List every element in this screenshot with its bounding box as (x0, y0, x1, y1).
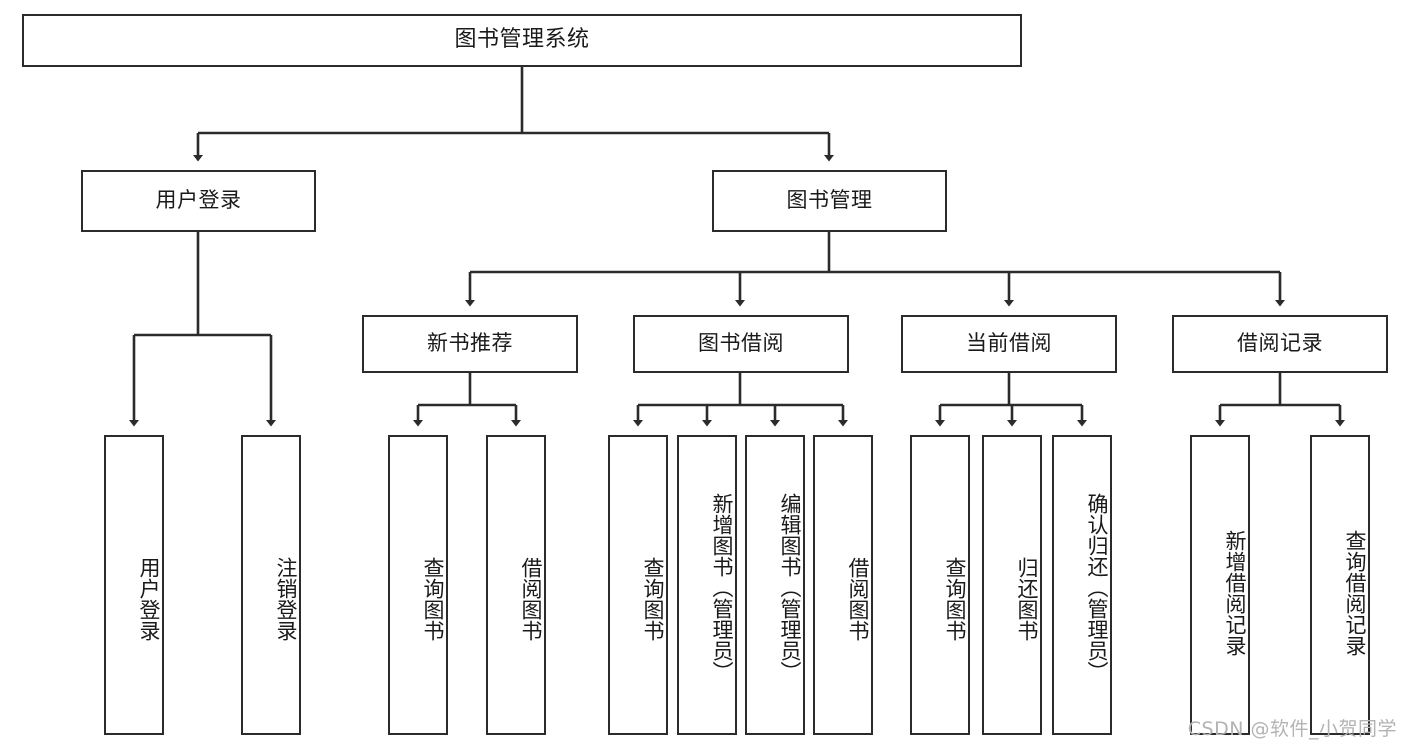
node-label: 用户登录 (155, 188, 242, 213)
node-return-book[interactable]: 归还图书 (982, 435, 1042, 735)
node-label: 用户登录 (137, 557, 161, 641)
node-label: 借阅记录 (1237, 331, 1323, 356)
node-label: 新增图书（管理员） (710, 492, 734, 682)
node-label: 归还图书 (1015, 557, 1039, 641)
node-label: 新书推荐 (427, 331, 513, 356)
node-query-book-borrow[interactable]: 查询图书 (608, 435, 668, 735)
node-borrow-book-recommend[interactable]: 借阅图书 (486, 435, 546, 735)
node-query-borrow-record[interactable]: 查询借阅记录 (1310, 435, 1370, 735)
node-label: 确认归还（管理员） (1085, 492, 1109, 682)
node-root-system[interactable]: 图书管理系统 (22, 14, 1022, 67)
node-logout-action[interactable]: 注销登录 (241, 435, 301, 735)
node-new-book-recommend[interactable]: 新书推荐 (362, 315, 578, 373)
node-add-borrow-record[interactable]: 新增借阅记录 (1190, 435, 1250, 735)
node-label: 查询图书 (641, 557, 665, 641)
node-label: 查询借阅记录 (1343, 530, 1367, 656)
node-label: 查询图书 (421, 557, 445, 641)
node-label: 注销登录 (274, 557, 298, 641)
node-book-borrow[interactable]: 图书借阅 (633, 315, 849, 373)
node-user-login-action[interactable]: 用户登录 (104, 435, 164, 735)
node-label: 当前借阅 (966, 331, 1052, 356)
node-borrow-book-action[interactable]: 借阅图书 (813, 435, 873, 735)
node-label: 图书管理系统 (454, 27, 590, 53)
node-query-book-current[interactable]: 查询图书 (910, 435, 970, 735)
node-label: 图书借阅 (698, 331, 784, 356)
node-label: 查询图书 (943, 557, 967, 641)
node-label: 借阅图书 (519, 557, 543, 641)
node-borrow-record[interactable]: 借阅记录 (1172, 315, 1388, 373)
node-label: 图书管理 (786, 188, 873, 213)
csdn-watermark: CSDN @软件_小贺同学 (1187, 718, 1397, 740)
node-add-book-admin[interactable]: 新增图书（管理员） (677, 435, 737, 735)
node-label: 新增借阅记录 (1223, 530, 1247, 656)
node-current-borrow[interactable]: 当前借阅 (901, 315, 1117, 373)
node-confirm-return-admin[interactable]: 确认归还（管理员） (1052, 435, 1112, 735)
node-book-management[interactable]: 图书管理 (712, 170, 947, 232)
node-label: 编辑图书（管理员） (778, 492, 802, 682)
node-edit-book-admin[interactable]: 编辑图书（管理员） (745, 435, 805, 735)
node-query-book-recommend[interactable]: 查询图书 (388, 435, 448, 735)
node-user-login[interactable]: 用户登录 (81, 170, 316, 232)
node-label: 借阅图书 (846, 557, 870, 641)
